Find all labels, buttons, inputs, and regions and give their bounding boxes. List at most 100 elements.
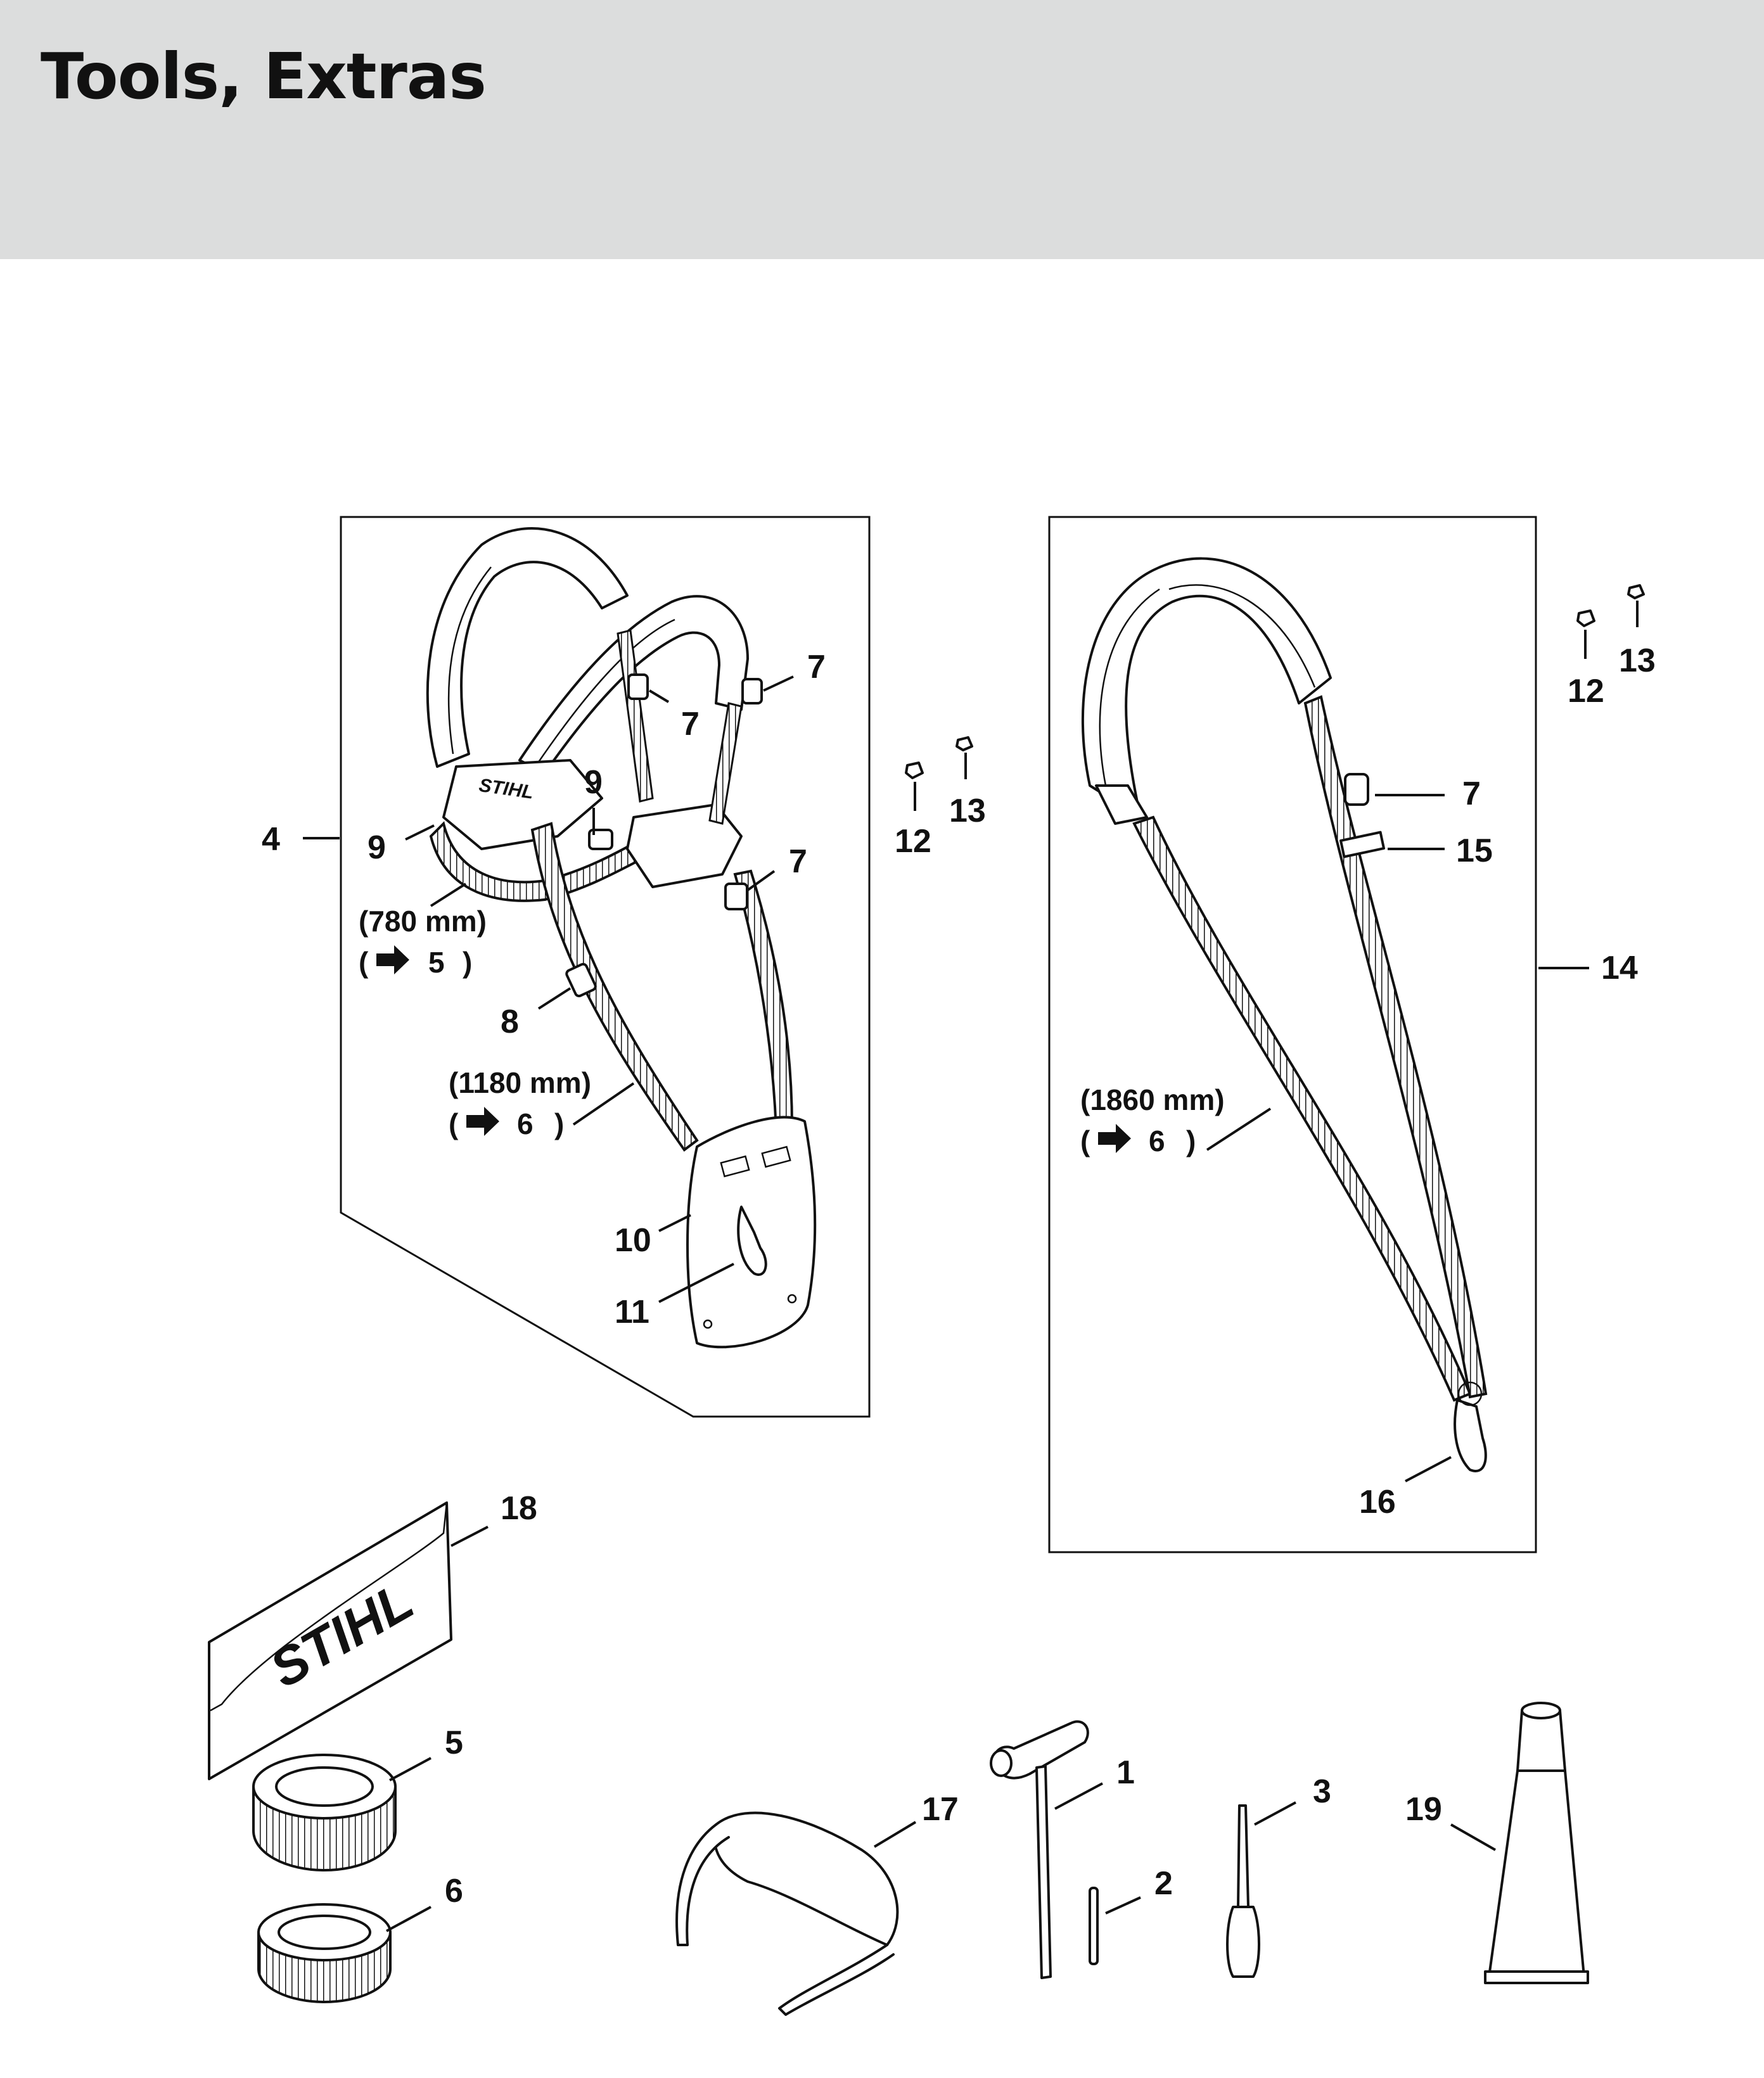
wrench-socket-end bbox=[990, 1749, 1013, 1777]
leader-3 bbox=[1254, 1801, 1296, 1826]
pin-2: 2 bbox=[1089, 1865, 1173, 1965]
callout-7-c: 7 bbox=[789, 843, 807, 880]
tube-crimp bbox=[1484, 1970, 1589, 1984]
shoulder-pad-seam-right bbox=[1099, 584, 1316, 786]
ref-number: 6 bbox=[517, 1107, 534, 1140]
glasses-lens bbox=[713, 1811, 899, 1946]
ref-arrow-5: ( 5 ) bbox=[359, 945, 472, 979]
grease-tube-19: 19 bbox=[1405, 1702, 1589, 1984]
callout-10: 10 bbox=[615, 1222, 651, 1259]
harness-frame bbox=[340, 516, 871, 1418]
tube-body bbox=[1488, 1769, 1585, 1978]
callout-15: 15 bbox=[1456, 832, 1493, 869]
leader-18 bbox=[451, 1526, 489, 1547]
leader-6 bbox=[386, 1906, 431, 1932]
arrow-icon bbox=[376, 945, 409, 974]
buckle-7-upper-left bbox=[627, 673, 649, 700]
harness-rear-strap-left bbox=[617, 629, 654, 803]
callout-8: 8 bbox=[501, 1004, 519, 1040]
callout-2: 2 bbox=[1154, 1865, 1173, 1902]
leader-11 bbox=[658, 1263, 734, 1303]
hip-pad-rivet bbox=[703, 1319, 713, 1329]
tool-pouch-18: STIHL 18 bbox=[208, 1490, 537, 1780]
tube-cap bbox=[1516, 1709, 1566, 1772]
leader-10 bbox=[658, 1214, 691, 1232]
shoulder-strap-rear-webbing bbox=[1303, 695, 1488, 1399]
callout-9-center: 9 bbox=[584, 764, 603, 801]
ref-arrow-6-strap: ( 6 ) bbox=[1080, 1124, 1196, 1157]
shoulder-pad-seam bbox=[447, 566, 675, 767]
ref-number: 5 bbox=[428, 946, 445, 979]
snap-hook-16 bbox=[1454, 1399, 1487, 1472]
callout-4: 4 bbox=[262, 821, 280, 858]
paren-close: ) bbox=[1186, 1125, 1196, 1157]
callout-12-middle: 12 bbox=[895, 823, 931, 860]
arrow-icon bbox=[466, 1107, 499, 1136]
nut-13-middle bbox=[955, 736, 973, 751]
hip-pad-rivet-2 bbox=[787, 1294, 797, 1304]
leader-17 bbox=[873, 1821, 917, 1848]
leader-6-dim bbox=[572, 1082, 635, 1126]
roll-6-hole bbox=[278, 1915, 371, 1950]
leader-7a bbox=[648, 689, 670, 703]
callout-16: 16 bbox=[1359, 1484, 1396, 1520]
leader-16 bbox=[1405, 1456, 1452, 1482]
page-title: Tools, Extras bbox=[41, 39, 487, 113]
leader-1 bbox=[1054, 1782, 1103, 1810]
callout-13-middle: 13 bbox=[949, 793, 986, 829]
callout-13-right: 13 bbox=[1619, 642, 1656, 679]
ref-number: 6 bbox=[1149, 1125, 1165, 1157]
paren-open: ( bbox=[449, 1107, 459, 1140]
pin-2-body bbox=[1089, 1887, 1099, 1965]
shoulder-strap-pad bbox=[1081, 557, 1332, 819]
nut-12-right bbox=[1576, 609, 1595, 627]
callout-5: 5 bbox=[445, 1724, 463, 1761]
dimension-780mm: (780 mm) bbox=[359, 905, 487, 938]
buckle-7-upper-right bbox=[741, 678, 763, 704]
harness-rear-strap-right bbox=[708, 702, 743, 825]
paren-open: ( bbox=[1080, 1125, 1090, 1157]
glasses-left-temple bbox=[675, 1823, 730, 1946]
roll-5: 5 bbox=[252, 1724, 463, 1871]
leader-2 bbox=[1105, 1896, 1141, 1915]
leader-9a bbox=[405, 824, 435, 841]
callout-7-a: 7 bbox=[681, 706, 700, 743]
harness-assembly-group: STIHL 4 9 bbox=[262, 516, 871, 1418]
slider-15 bbox=[1339, 831, 1386, 858]
paren-open: ( bbox=[359, 946, 369, 979]
leader-7b bbox=[763, 675, 794, 692]
carabiner-hook-11 bbox=[737, 1206, 767, 1276]
tool-pouch-flap bbox=[208, 1501, 448, 1712]
paren-close: ) bbox=[554, 1107, 564, 1140]
roll-5-edge bbox=[252, 1787, 397, 1831]
callout-3: 3 bbox=[1313, 1773, 1331, 1810]
arrow-icon bbox=[1098, 1124, 1131, 1153]
dimension-1180mm: (1180 mm) bbox=[449, 1066, 591, 1099]
leader-5 bbox=[389, 1757, 431, 1782]
screwdriver-3: 3 bbox=[1226, 1773, 1331, 1978]
tube-nozzle bbox=[1521, 1702, 1561, 1719]
harness-back-plate bbox=[442, 759, 603, 850]
glasses-right-temple bbox=[778, 1944, 895, 2016]
buckle-7-strap bbox=[1344, 773, 1369, 806]
harness-left-shoulder-pad bbox=[426, 527, 629, 768]
paren-close: ) bbox=[463, 946, 472, 979]
ref-arrow-6-harness: ( 6 ) bbox=[449, 1107, 564, 1140]
wrench-shaft bbox=[1035, 1765, 1052, 1979]
nut-13-right bbox=[1627, 584, 1645, 599]
buckle-8 bbox=[565, 962, 597, 998]
roll-6: 6 bbox=[257, 1873, 463, 2003]
callout-7-strap: 7 bbox=[1462, 775, 1481, 812]
leader-8 bbox=[537, 987, 572, 1010]
small-parts-group-right: 12 13 bbox=[1568, 584, 1656, 710]
dimension-1860mm: (1860 mm) bbox=[1080, 1083, 1225, 1116]
hip-pad-slot-right bbox=[761, 1145, 791, 1168]
shoulder-strap-frame bbox=[1048, 516, 1537, 1553]
callout-19: 19 bbox=[1405, 1791, 1442, 1828]
combination-wrench-1: 1 bbox=[990, 1720, 1135, 1979]
callout-7-b: 7 bbox=[807, 649, 826, 685]
strap-ring bbox=[1457, 1381, 1483, 1406]
callout-14: 14 bbox=[1601, 950, 1638, 986]
callout-18: 18 bbox=[501, 1490, 537, 1527]
callout-9-left: 9 bbox=[368, 829, 386, 866]
